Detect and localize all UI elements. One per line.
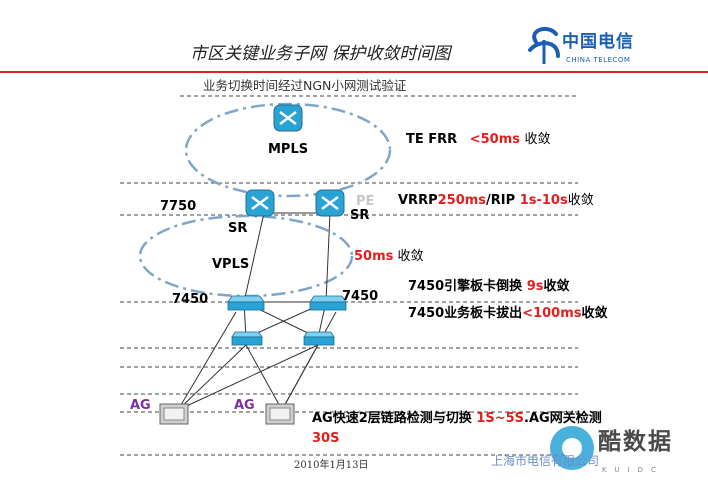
switch-lower-right-icon <box>303 331 335 346</box>
logo-chinese-name: 中国电信 <box>562 32 634 52</box>
node-ag-right-label: AG <box>234 398 255 413</box>
ag-left-device-icon <box>159 403 189 425</box>
te-frr-label: TE FRR <box>406 132 458 147</box>
router-mpls-icon <box>273 104 303 132</box>
watermark-subtext: KUIDC <box>602 466 664 474</box>
page-subtitle: 业务切换时间经过NGN小网测试验证 <box>203 78 407 93</box>
rip-value: 1s-10s <box>519 193 568 208</box>
service-card-annotation: 7450业务板卡拔出<100ms收敛 <box>408 307 608 320</box>
router-sr-left-icon <box>245 189 275 217</box>
mpls-ellipse <box>184 102 392 198</box>
footer-date: 2010年1月13日 <box>294 460 369 471</box>
router-sr-right-icon <box>315 189 345 217</box>
service-card-value: <100ms <box>522 306 582 321</box>
vpls-convergence-suffix: 收敛 <box>393 249 424 264</box>
logo-english-name: CHINA TELECOM <box>566 56 631 64</box>
vpls-label: VPLS <box>212 257 250 272</box>
node-7450-left-label: 7450 <box>172 292 209 307</box>
ag-right-device-icon <box>265 403 295 425</box>
link <box>281 344 319 411</box>
node-pe-label: PE <box>356 194 375 209</box>
node-sr-left-label: SR <box>228 221 248 236</box>
ag-detect-label: AG快速2层链路检测与切换 <box>312 411 477 426</box>
ag-detect-value: 1S~5S <box>476 411 525 426</box>
node-sr-right-label: SR <box>350 208 370 223</box>
china-telecom-logo-icon <box>528 26 560 64</box>
network-links <box>177 212 337 411</box>
link <box>177 344 319 411</box>
layer-separators <box>120 95 578 456</box>
switch-7450-right-icon <box>309 295 347 311</box>
link <box>245 344 283 411</box>
te-frr-annotation: TE FRR <50ms 收敛 <box>406 133 551 146</box>
engine-value: 9s <box>526 279 544 294</box>
link <box>243 212 265 303</box>
footer-company: 上海市电信有限公司 <box>491 454 600 468</box>
switch-lower-left-icon <box>231 331 263 346</box>
page-title: 市区关键业务子网 保护收敛时间图 <box>190 44 451 64</box>
link <box>325 212 331 303</box>
ag-gateway-value: 30S <box>312 431 340 446</box>
engine-suffix: 收敛 <box>543 279 570 294</box>
link <box>177 344 247 411</box>
ag-gateway-label: .AG网关检测 <box>524 411 602 426</box>
vrrp-label: VRRP <box>398 193 438 208</box>
switch-7450-left-icon <box>227 295 265 311</box>
mpls-label: MPLS <box>268 142 309 157</box>
vrrp-suffix: 收敛 <box>567 193 594 208</box>
te-frr-value: <50ms <box>469 132 520 147</box>
engine-switchover-annotation: 7450引擎板卡倒换 9s收敛 <box>408 280 570 293</box>
vpls-convergence-value: 50ms <box>354 249 394 264</box>
ag-detection-annotation: AG快速2层链路检测与切换 1S~5S.AG网关检测 <box>312 412 602 425</box>
watermark-logo-icon <box>550 426 594 470</box>
link <box>177 311 237 411</box>
vrrp-annotation: VRRP250ms/RIP 1s-10s收敛 <box>398 194 594 207</box>
watermark-text: 酷数据 <box>598 429 673 455</box>
rip-label: /RIP <box>486 193 520 208</box>
service-card-label: 7450业务板卡拔出 <box>408 306 523 321</box>
node-ag-left-label: AG <box>130 398 151 413</box>
vrrp-value: 250ms <box>437 193 487 208</box>
service-card-suffix: 收敛 <box>581 306 608 321</box>
vpls-convergence-annotation: 50ms 收敛 <box>354 250 424 263</box>
node-7450-right-label: 7450 <box>342 289 379 304</box>
node-7750-label: 7750 <box>160 199 197 214</box>
te-frr-suffix: 收敛 <box>524 132 551 147</box>
engine-label: 7450引擎板卡倒换 <box>408 279 527 294</box>
